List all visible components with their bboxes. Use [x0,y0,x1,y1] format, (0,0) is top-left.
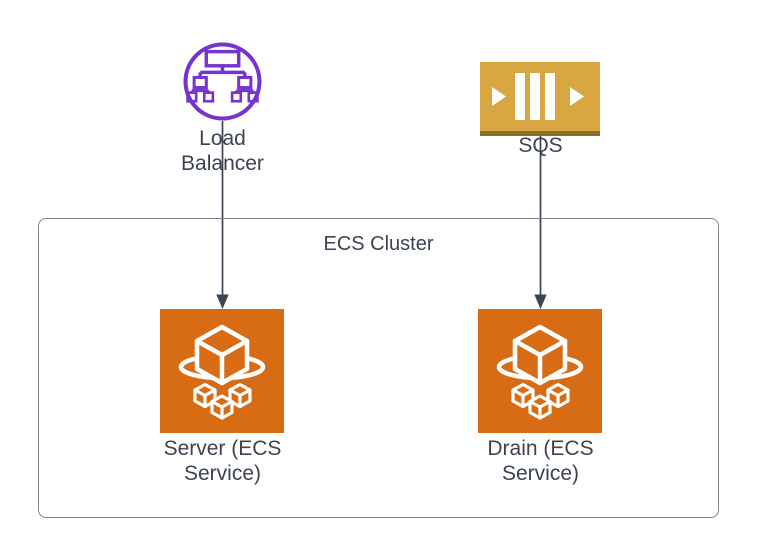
server-service-label: Server (ECS Service) [163,437,282,485]
load-balancer-icon [183,42,262,121]
ecs-service-icon [478,309,602,433]
ecs-cluster-container: ECS Cluster [38,218,719,518]
drain-service-label: Drain (ECS Service) [487,437,594,485]
ecs-cluster-label: ECS Cluster [323,233,434,255]
sqs-label: SQS [518,134,563,157]
ecs-service-icon [160,309,284,433]
sqs-icon [480,62,600,136]
load-balancer-label: Load Balancer [181,127,264,175]
